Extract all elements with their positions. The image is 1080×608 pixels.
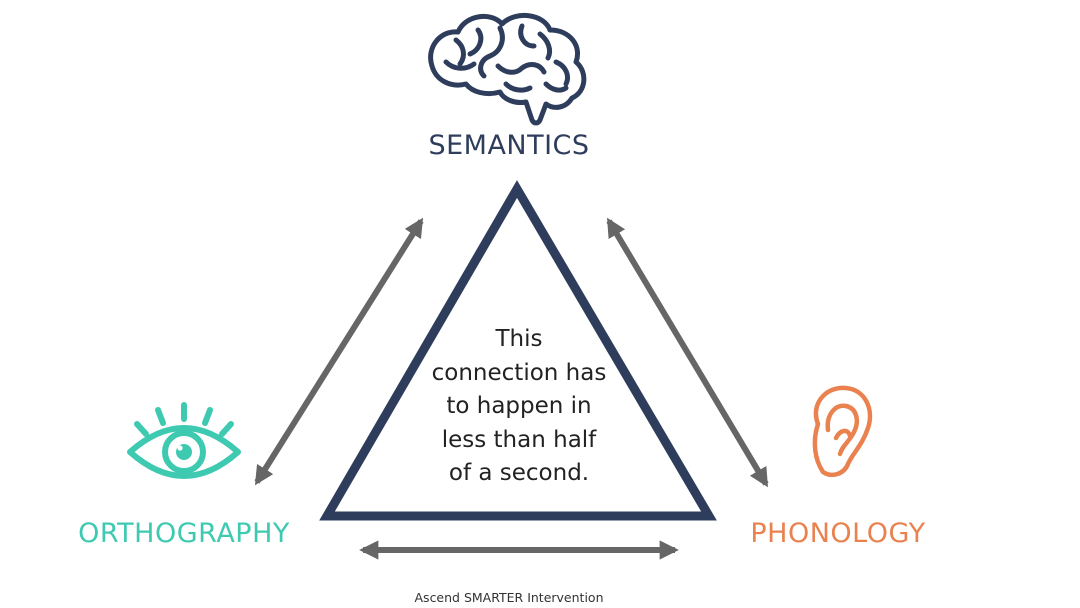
arrow-orthography-semantics <box>254 217 424 486</box>
arrow-semantics-phonology <box>606 217 769 488</box>
phonology-label: PHONOLOGY <box>750 518 926 549</box>
eye-icon <box>127 402 241 479</box>
center-text-line: to happen in <box>446 393 592 419</box>
ear-icon <box>812 385 873 477</box>
center-text-line: connection has <box>431 359 607 386</box>
footer-caption: Ascend SMARTER Intervention <box>414 590 604 605</box>
center-text-line: of a second. <box>448 460 590 486</box>
semantics-label: SEMANTICS <box>428 130 590 161</box>
orthography-label: ORTHOGRAPHY <box>78 518 290 549</box>
brain-icon <box>428 12 587 126</box>
center-text-line: less than half <box>441 426 597 453</box>
center-text: This connection has to happen in less th… <box>419 323 619 491</box>
center-text-line: This <box>495 326 543 352</box>
